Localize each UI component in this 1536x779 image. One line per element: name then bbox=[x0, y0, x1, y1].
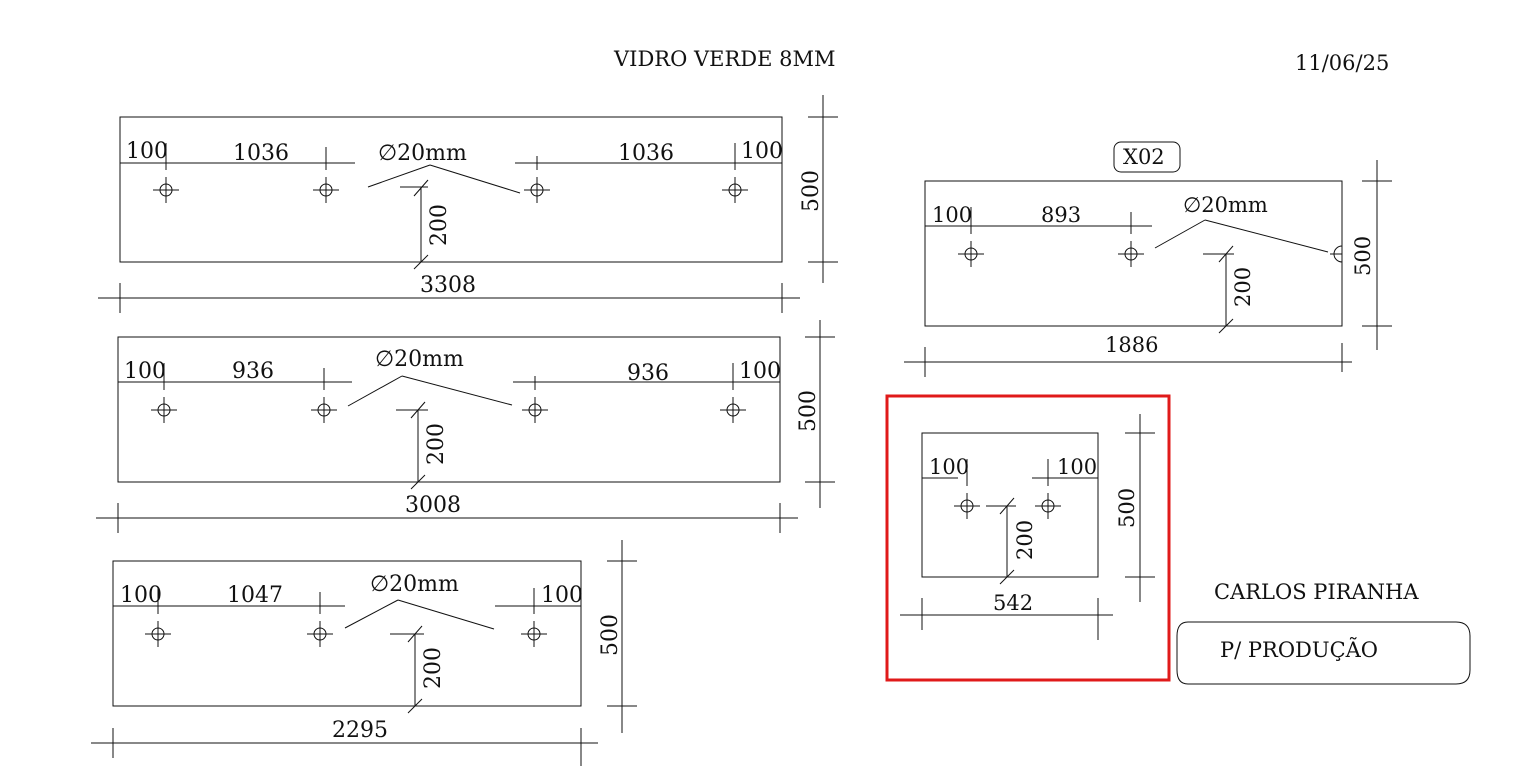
panel-3-width: 2295 bbox=[332, 718, 388, 743]
panel-3: 100 1047 100 ∅20mm 200 500 2295 bbox=[91, 540, 637, 766]
panel-1-span-left: 1036 bbox=[233, 141, 289, 166]
panel-3-edge-right: 100 bbox=[541, 583, 583, 608]
panel-2-hole-callout: ∅20mm bbox=[375, 347, 464, 372]
panel-5-holes bbox=[954, 493, 1061, 519]
panel-tag: X02 bbox=[1123, 145, 1165, 169]
selection-highlight bbox=[885, 394, 1171, 682]
panel-2-height: 500 bbox=[796, 390, 821, 432]
panel-tag-box bbox=[1113, 141, 1181, 173]
panel-2-edge-left: 100 bbox=[124, 359, 166, 384]
panel-1-edge-right: 100 bbox=[741, 139, 783, 164]
panel-3-holes bbox=[145, 621, 547, 647]
client-name: CARLOS PIRANHA bbox=[1214, 580, 1419, 604]
panel-1-hole-offset: 200 bbox=[427, 204, 452, 246]
panel-1-holes bbox=[153, 177, 748, 203]
panel-3-span-left: 1047 bbox=[227, 583, 283, 608]
panel-5-width: 542 bbox=[993, 591, 1033, 615]
panel-5-outline bbox=[921, 432, 1099, 578]
panel-2-width: 3008 bbox=[405, 493, 461, 518]
panel-1-edge-left: 100 bbox=[126, 139, 168, 164]
panel-1: 100 1036 1036 100 ∅20mm 200 500 3308 bbox=[98, 95, 838, 313]
hole-marker bbox=[954, 493, 980, 519]
panel-1-width: 3308 bbox=[420, 273, 476, 298]
panel-3-hole-offset: 200 bbox=[421, 647, 446, 689]
hole-marker bbox=[720, 397, 746, 423]
hole-marker bbox=[522, 397, 548, 423]
panel-3-edge-left: 100 bbox=[120, 583, 162, 608]
hole-marker bbox=[722, 177, 748, 203]
panel-1-height: 500 bbox=[799, 170, 824, 212]
panel-4-holes bbox=[958, 241, 1343, 267]
panel-3-height: 500 bbox=[598, 614, 623, 656]
panel-1-span-right: 1036 bbox=[618, 141, 674, 166]
panel-1-outline bbox=[119, 116, 783, 263]
panel-2-outline bbox=[117, 336, 781, 483]
panel-5-hole-offset: 200 bbox=[1013, 520, 1037, 560]
panel-4-span-left: 893 bbox=[1041, 203, 1081, 227]
panel-4: X02 100 893 ∅20mm 200 500 1886 bbox=[904, 141, 1392, 377]
hole-marker bbox=[307, 621, 333, 647]
hole-marker bbox=[1035, 493, 1061, 519]
panel-2-holes bbox=[151, 397, 746, 423]
panel-4-hole-callout: ∅20mm bbox=[1183, 193, 1268, 217]
panel-2-span-right: 936 bbox=[627, 361, 669, 386]
panel-2-span-left: 936 bbox=[232, 359, 274, 384]
material-title: VIDRO VERDE 8MM bbox=[613, 47, 836, 71]
panel-2: 100 936 936 100 ∅20mm 200 500 3008 bbox=[96, 320, 835, 533]
hole-marker bbox=[311, 397, 337, 423]
hole-marker bbox=[153, 177, 179, 203]
hole-marker bbox=[145, 621, 171, 647]
hole-marker bbox=[313, 177, 339, 203]
hole-marker bbox=[524, 177, 550, 203]
panel-2-hole-offset: 200 bbox=[424, 423, 449, 465]
hole-marker bbox=[151, 397, 177, 423]
panel-1-hole-callout: ∅20mm bbox=[378, 141, 467, 166]
panel-3-outline bbox=[112, 560, 582, 707]
panel-4-hole-offset: 200 bbox=[1231, 267, 1255, 307]
hole-marker bbox=[1118, 241, 1144, 267]
panel-5-edge-left: 100 bbox=[929, 455, 969, 479]
status-label: P/ PRODUÇÃO bbox=[1220, 638, 1378, 662]
panel-5: 100 100 200 500 542 bbox=[885, 394, 1171, 682]
panel-4-edge-left: 100 bbox=[932, 203, 972, 227]
hole-marker bbox=[521, 621, 547, 647]
hole-marker bbox=[958, 241, 984, 267]
status-box bbox=[1176, 621, 1471, 685]
panel-5-edge-right: 100 bbox=[1057, 455, 1097, 479]
panel-3-hole-callout: ∅20mm bbox=[370, 572, 459, 597]
panel-2-edge-right: 100 bbox=[739, 359, 781, 384]
drawing-date: 11/06/25 bbox=[1295, 51, 1389, 75]
panel-4-height: 500 bbox=[1351, 236, 1375, 276]
panel-5-height: 500 bbox=[1115, 488, 1139, 528]
panel-4-width: 1886 bbox=[1105, 333, 1158, 357]
